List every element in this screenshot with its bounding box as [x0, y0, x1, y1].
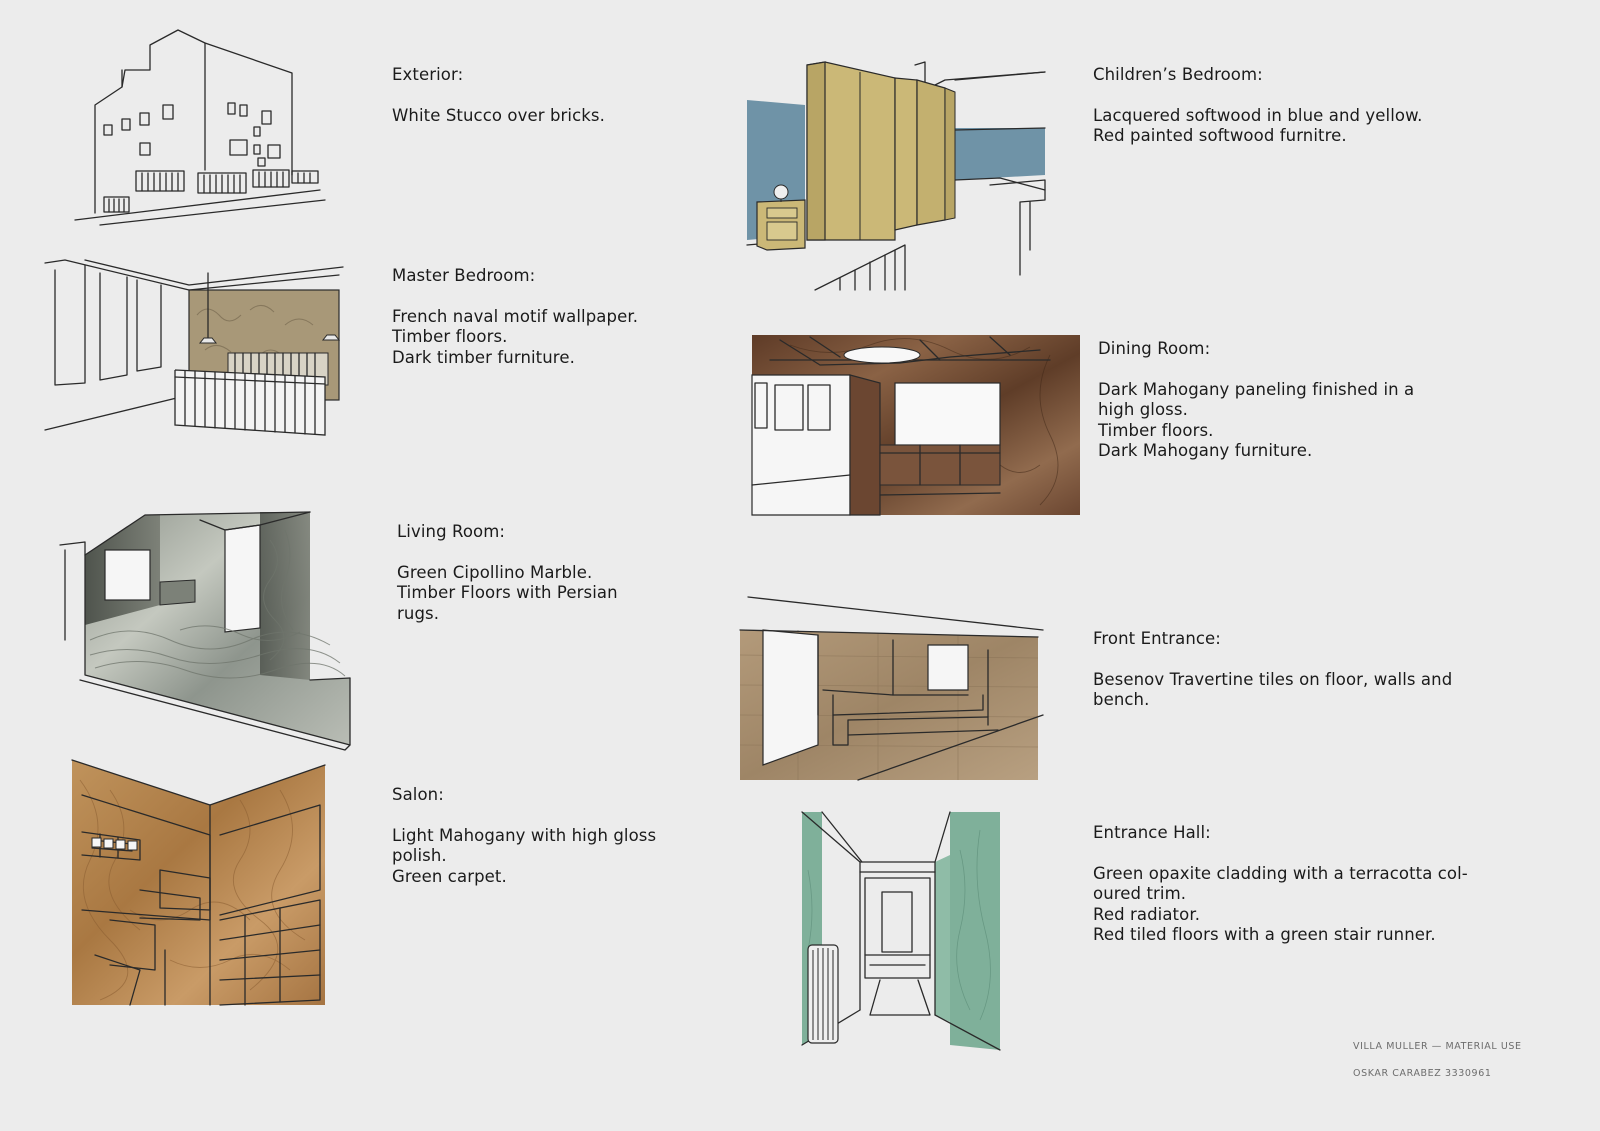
- caption-line: Green opaxite cladding with a terracotta…: [1093, 863, 1468, 883]
- footer-author: OSKAR CARABEZ 3330961: [1353, 1068, 1492, 1079]
- caption-line: Besenov Travertine tiles on floor, walls…: [1093, 669, 1453, 689]
- caption-master-bedroom: Master Bedroom: French naval motif wallp…: [392, 266, 722, 368]
- caption-line: Green carpet.: [392, 866, 507, 886]
- front-entrance-sketch: [738, 595, 1046, 782]
- caption-line: French naval motif wallpaper.: [392, 306, 639, 326]
- caption-line: Red radiator.: [1093, 904, 1201, 924]
- caption-dining-room: Dining Room: Dark Mahogany paneling fini…: [1098, 339, 1498, 462]
- caption-line: Timber Floors with Persian: [397, 583, 618, 602]
- caption-line: rugs.: [397, 603, 440, 623]
- caption-title: Living Room:: [397, 522, 506, 541]
- caption-entrance-hall: Entrance Hall: Green opaxite cladding wi…: [1093, 823, 1533, 946]
- caption-salon: Salon: Light Mahogany with high gloss po…: [392, 785, 722, 887]
- caption-title: Salon:: [392, 785, 444, 804]
- caption-line: Dark timber furniture.: [392, 347, 575, 367]
- caption-childrens-bedroom: Children’s Bedroom: Lacquered softwood i…: [1093, 65, 1493, 147]
- dining-room-sketch: [750, 335, 1082, 520]
- caption-title: Master Bedroom:: [392, 266, 536, 285]
- caption-line: Light Mahogany with high gloss: [392, 825, 657, 845]
- caption-line: White Stucco over bricks.: [392, 105, 605, 125]
- salon-sketch: [70, 759, 330, 1010]
- caption-exterior: Exterior: White Stucco over bricks.: [392, 65, 722, 126]
- footer-project: VILLA MULLER — MATERIAL USE: [1353, 1041, 1522, 1052]
- caption-title: Dining Room:: [1098, 339, 1211, 358]
- caption-front-entrance: Front Entrance: Besenov Travertine tiles…: [1093, 629, 1513, 711]
- caption-line: high gloss.: [1098, 400, 1188, 419]
- caption-title: Children’s Bedroom:: [1093, 65, 1263, 84]
- caption-line: polish.: [392, 846, 447, 865]
- caption-line: Timber floors.: [392, 327, 508, 346]
- caption-line: Red tiled floors with a green stair runn…: [1093, 925, 1436, 944]
- entrance-hall-sketch: [800, 810, 1010, 1051]
- caption-line: oured trim.: [1093, 884, 1187, 903]
- caption-line: Dark Mahogany paneling finished in a: [1098, 379, 1415, 399]
- caption-title: Entrance Hall:: [1093, 823, 1211, 842]
- exterior-sketch: [70, 25, 330, 230]
- caption-line: Green Cipollino Marble.: [397, 562, 593, 582]
- caption-title: Front Entrance:: [1093, 629, 1221, 648]
- caption-line: bench.: [1093, 690, 1150, 709]
- living-room-sketch: [59, 510, 360, 751]
- caption-line: Red painted softwood furnitre.: [1093, 126, 1347, 145]
- childrens-bedroom-sketch: [745, 50, 1050, 298]
- caption-line: Timber floors.: [1098, 420, 1214, 440]
- caption-title: Exterior:: [392, 65, 464, 84]
- master-bedroom-sketch: [44, 255, 345, 445]
- caption-living-room: Living Room: Green Cipollino Marble. Tim…: [397, 522, 727, 624]
- caption-line: Dark Mahogany furniture.: [1098, 441, 1313, 460]
- caption-line: Lacquered softwood in blue and yellow.: [1093, 105, 1423, 125]
